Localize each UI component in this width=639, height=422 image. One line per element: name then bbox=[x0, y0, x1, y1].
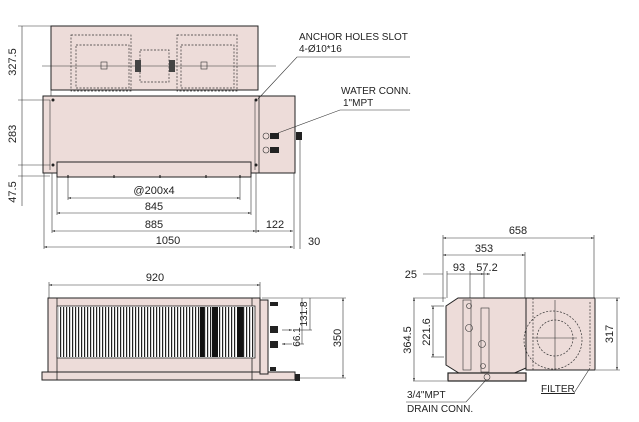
pipe-connection-icon bbox=[270, 302, 300, 381]
fin-dark bbox=[237, 307, 243, 357]
water-connection-icon bbox=[262, 132, 302, 154]
coil-section bbox=[42, 95, 296, 174]
dim-920: 920 bbox=[146, 272, 164, 284]
dim-885: 885 bbox=[145, 219, 163, 231]
dim-25: 25 bbox=[405, 269, 417, 281]
blower-housing-left bbox=[70, 34, 132, 92]
drain-pan-side bbox=[447, 372, 527, 382]
anchor-hole-icon bbox=[51, 98, 258, 167]
dim-131-8: 131.8 bbox=[299, 301, 310, 326]
vertical-dimension-lines bbox=[18, 25, 51, 206]
fan-casing-side bbox=[525, 297, 596, 371]
filter-label: FILTER bbox=[541, 384, 575, 395]
coil-header bbox=[480, 307, 490, 373]
dim-845: 845 bbox=[145, 201, 163, 213]
blower-left-inner bbox=[75, 44, 130, 89]
dim-317: 317 bbox=[604, 325, 616, 343]
drain-connection-icon bbox=[483, 373, 491, 381]
drain-conn-label: DRAIN CONN. bbox=[407, 404, 473, 415]
dim-1050: 1050 bbox=[156, 235, 180, 247]
fin-dark bbox=[200, 307, 204, 357]
dim-122: 122 bbox=[266, 219, 284, 231]
dim-353: 353 bbox=[475, 243, 493, 255]
anchor-holes-spec: 4-Ø10*16 bbox=[299, 44, 342, 55]
fin-pattern bbox=[58, 307, 254, 357]
bearing bbox=[200, 61, 208, 70]
dim-93: 93 bbox=[453, 262, 465, 274]
coil-header bbox=[462, 299, 472, 371]
dim-327-5: 327.5 bbox=[7, 48, 19, 76]
dim-658: 658 bbox=[509, 225, 527, 237]
dim-57-2: 57.2 bbox=[476, 262, 497, 274]
side-view: 658 353 25 93 57.2 364.5 221.6 317 3/4"M… bbox=[402, 225, 620, 415]
dim-pitch: @200x4 bbox=[133, 185, 174, 197]
dim-364-5: 364.5 bbox=[402, 326, 414, 354]
side-dimension-lines bbox=[413, 235, 620, 382]
blower-housing-right bbox=[176, 34, 238, 92]
bearing bbox=[100, 61, 108, 70]
anchor-holes-label: ANCHOR HOLES SLOT bbox=[299, 32, 408, 43]
front-dimension-lines bbox=[262, 297, 346, 379]
fin-dark bbox=[212, 307, 218, 357]
fan-section bbox=[50, 25, 259, 91]
water-leader-line bbox=[277, 109, 410, 134]
blower-right-inner bbox=[180, 44, 235, 89]
water-conn-label: WATER CONN. bbox=[341, 86, 411, 97]
front-view: 920 131.8 66.1 350 bbox=[41, 272, 346, 381]
anchor-leader-line bbox=[257, 56, 410, 100]
dim-350: 350 bbox=[332, 329, 344, 347]
dim-47-5: 47.5 bbox=[7, 181, 19, 202]
coil-casing-side bbox=[445, 297, 527, 376]
drain-pan bbox=[56, 161, 252, 178]
horizontal-dimension-lines bbox=[43, 140, 301, 249]
dim-221-6: 221.6 bbox=[421, 318, 433, 346]
filter-leader-line bbox=[573, 367, 591, 394]
drain-spec: 3/4"MPT bbox=[407, 390, 446, 401]
drain-pan-front bbox=[41, 371, 296, 381]
coupling bbox=[169, 60, 175, 72]
dim-283: 283 bbox=[7, 125, 19, 143]
dim-30: 30 bbox=[308, 236, 320, 248]
blower-wheel-outline bbox=[523, 310, 583, 370]
top-view: 327.5 283 47.5 @200x4 845 885 122 1050 3… bbox=[7, 25, 411, 249]
coupling bbox=[135, 60, 141, 72]
dim-66-1: 66.1 bbox=[292, 327, 303, 347]
pipe-fitting-icon bbox=[465, 303, 486, 369]
water-conn-spec: 1"MPT bbox=[343, 98, 373, 109]
header-pipe bbox=[259, 299, 269, 375]
drain-leader-line bbox=[406, 379, 487, 403]
hanger-ticks bbox=[67, 175, 241, 178]
